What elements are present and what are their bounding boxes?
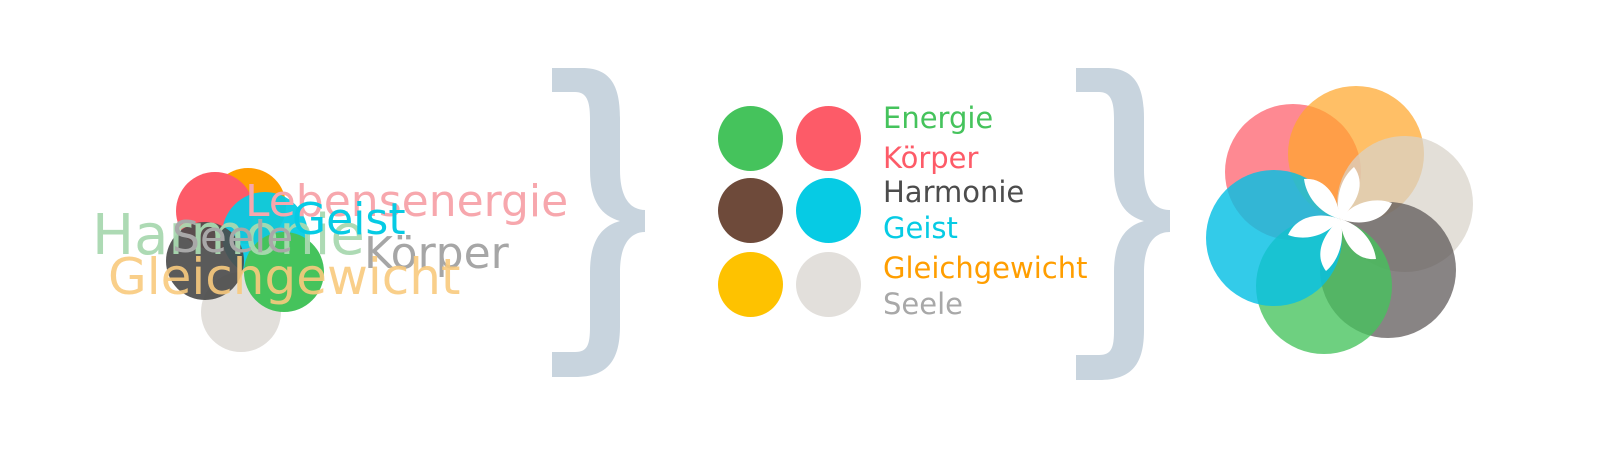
chaos-circle-darkgray (166, 222, 244, 300)
chaos-word-seele: Seele (172, 212, 294, 263)
legend-label-koerper: Körper (883, 141, 979, 175)
legend-label-seele: Seele (883, 287, 963, 321)
chaos-word-koerper: Körper (364, 228, 509, 279)
chaos-word-lebensenergie: Lebensenergie (245, 176, 569, 227)
chaos-word-harmonie: Harmonie (92, 203, 365, 268)
chaos-panel: Lebensenergie Harmonie Seele Geist Körpe… (0, 0, 568, 457)
swatch-lightgray (796, 252, 861, 317)
swatch-yellow (718, 252, 783, 317)
chaos-word-geist: Geist (292, 194, 406, 245)
swatch-green (718, 106, 783, 171)
swatch-cyan (796, 178, 861, 243)
logo-center-flower (1288, 167, 1392, 271)
chaos-circle-green (244, 232, 324, 312)
logo-panel (1190, 0, 1490, 457)
swatch-brown (718, 178, 783, 243)
chaos-word-gleichgewicht: Gleichgewicht (108, 248, 461, 306)
legend-label-harmonie: Harmonie (883, 175, 1025, 209)
swatch-red (796, 106, 861, 171)
legend-panel: Energie Körper Harmonie Geist Gleichgewi… (700, 0, 1100, 457)
legend-label-geist: Geist (883, 211, 958, 245)
legend-label-energie: Energie (883, 101, 994, 135)
legend-label-gleichgewicht: Gleichgewicht (883, 251, 1088, 285)
